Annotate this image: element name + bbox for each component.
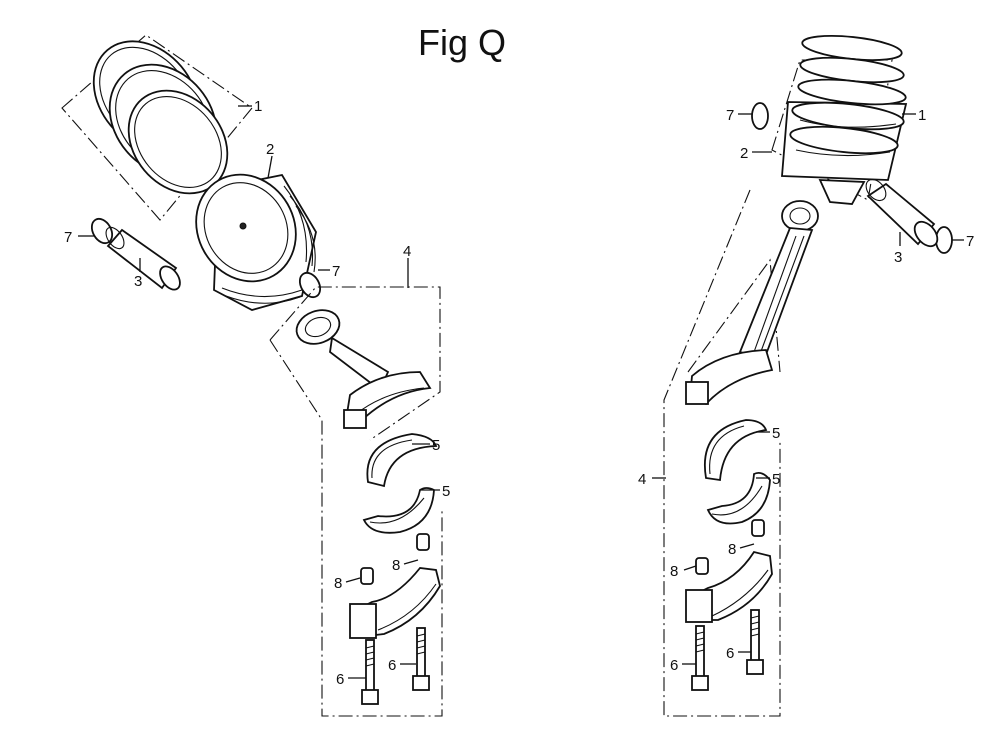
assembly-frame-right <box>663 189 781 717</box>
callout-6-right-a: 6 <box>670 657 678 674</box>
callout-1-right: 1 <box>918 107 926 124</box>
conrod-frame-right <box>687 258 781 373</box>
callout-8-left-a: 8 <box>392 557 400 574</box>
dowel-pin-right-b <box>695 557 709 575</box>
piston-pin-left <box>105 226 181 291</box>
piston-left <box>195 173 317 311</box>
callout-4-left: 4 <box>403 243 411 260</box>
bearing-lower-right <box>706 471 771 525</box>
callout-3-left: 3 <box>134 273 142 290</box>
bearing-upper-left <box>366 433 438 488</box>
connecting-rod-right <box>685 200 819 406</box>
snap-ring-left-b <box>298 271 322 299</box>
callout-6-right-b: 6 <box>726 645 734 662</box>
leader-lines <box>78 105 964 679</box>
bolt-left-a <box>361 639 379 705</box>
callout-3-right: 3 <box>894 249 902 266</box>
assembly-frame-left <box>269 339 443 717</box>
dowel-pin-left-a <box>416 533 430 551</box>
rod-cap-right <box>685 550 773 623</box>
dowel-pin-right-a <box>751 519 765 537</box>
callout-1-left: 1 <box>254 98 262 115</box>
callout-4-right: 4 <box>638 471 646 488</box>
bolt-left-b <box>412 627 430 691</box>
callout-8-right-b: 8 <box>670 563 678 580</box>
callout-8-right-a: 8 <box>728 541 736 558</box>
callout-7-left-a: 7 <box>64 229 72 246</box>
bearing-lower-left <box>362 487 435 534</box>
rod-cap-left <box>349 567 441 639</box>
callout-5-left-b: 5 <box>442 483 450 500</box>
conrod-frame-left <box>269 286 441 441</box>
callout-5-right-a: 5 <box>772 425 780 442</box>
right-assembly <box>663 34 953 717</box>
connecting-rod-left <box>295 309 432 429</box>
callout-5-left-a: 5 <box>432 437 440 454</box>
piston-rings-left <box>92 40 229 195</box>
bolt-right-a <box>691 625 709 691</box>
callout-8-left-b: 8 <box>334 575 342 592</box>
callout-2-left: 2 <box>266 141 274 158</box>
callout-6-left-a: 6 <box>336 671 344 688</box>
snap-ring-right-b <box>935 226 953 254</box>
piston-pin-right <box>865 178 939 248</box>
callout-6-left-b: 6 <box>388 657 396 674</box>
figure-title: Fig Q <box>418 22 507 63</box>
snap-ring-right-a <box>751 102 769 130</box>
callout-7-right-a: 7 <box>726 107 734 124</box>
left-assembly <box>61 34 443 717</box>
bolt-right-b <box>746 609 764 675</box>
dowel-pin-left-b <box>360 567 374 585</box>
callouts-right: 7 1 2 3 7 4 5 5 8 8 6 6 <box>638 107 974 674</box>
callout-7-right-b: 7 <box>966 233 974 250</box>
callout-7-left-b: 7 <box>332 263 340 280</box>
callout-5-right-b: 5 <box>772 471 780 488</box>
callout-2-right: 2 <box>740 145 748 162</box>
callouts-left: 1 2 7 3 7 4 5 5 8 8 6 6 <box>64 98 450 688</box>
bearing-upper-right <box>704 419 768 482</box>
piston-right <box>781 34 908 205</box>
